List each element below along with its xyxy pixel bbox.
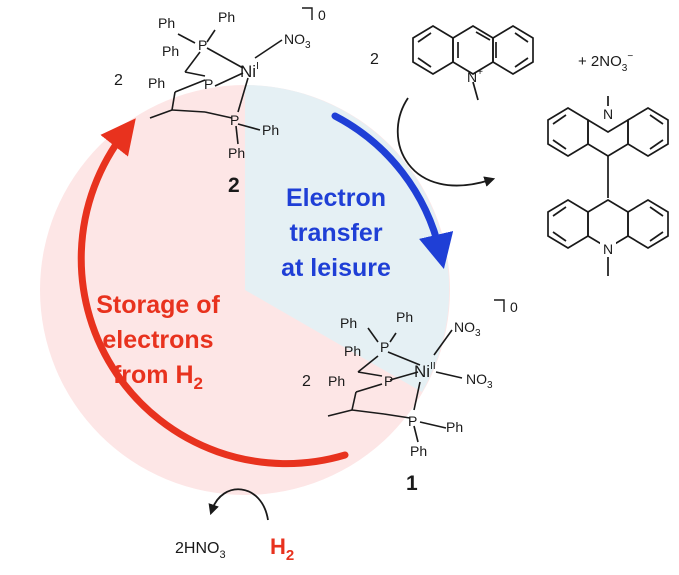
complex-2-ph: Ph	[148, 75, 165, 91]
complex-2-labels: Ph Ph P Ph Ph P P Ph Ph NiI NO3 2 0 2	[114, 7, 326, 197]
blue-cycle-arrow	[331, 112, 454, 270]
complex-2-p: P	[204, 76, 213, 92]
complex-1-ph: Ph	[446, 419, 463, 435]
complex-1-ph: Ph	[344, 343, 361, 359]
storage-label-line1: Storage of	[96, 291, 220, 319]
dimer-nitrogen-top: N	[603, 106, 613, 122]
dimer-labels: N N	[600, 106, 616, 257]
complex-1-labels: Ph Ph P Ph Ph P P Ph Ph NiII NO3 NO3 2 0…	[302, 299, 518, 495]
red-cycle-arrow	[77, 118, 349, 468]
complex-1-ph: Ph	[328, 373, 345, 389]
complex-2-ph: Ph	[262, 122, 279, 138]
complex-2-ph: Ph	[158, 15, 175, 31]
storage-label: Storage of electrons from H2	[96, 291, 220, 393]
complex-2-number: 2	[228, 174, 240, 197]
complex-1-number: 1	[406, 472, 418, 495]
complex-1-bracket	[494, 299, 505, 312]
complex-1-metal: NiII	[414, 361, 436, 381]
acridinium-structure	[412, 25, 534, 101]
complex-1-coefficient: 2	[302, 373, 311, 390]
complex-2-metal: NiI	[240, 61, 259, 81]
complex-2-ph: Ph	[218, 9, 235, 25]
complex-2-p: P	[198, 37, 207, 53]
dimer-nitrogen-bottom: N	[603, 241, 613, 257]
complex-1-ph: Ph	[410, 443, 427, 459]
complex-2-coefficient: 2	[114, 72, 123, 89]
complex-2-bracket	[302, 7, 313, 20]
acridinium-labels: 2 N+ + 2NO3−	[370, 51, 633, 85]
storage-label-line2: electrons	[102, 326, 213, 354]
h2-uptake-arrow	[208, 488, 269, 521]
complex-2-ph: Ph	[162, 43, 179, 59]
complex-1-ph: Ph	[396, 309, 413, 325]
complex-1-structure	[327, 327, 463, 443]
complex-2-nitrate: NO3	[284, 31, 311, 51]
complex-2-charge: 0	[318, 7, 326, 23]
dimer-structure	[547, 96, 669, 276]
complex-1-ph: Ph	[340, 315, 357, 331]
hno3-product: 2HNO3	[175, 540, 226, 561]
storage-label-line3: from H2	[113, 361, 203, 393]
complex-2-ph: Ph	[228, 145, 245, 161]
complex-1-p: P	[384, 373, 393, 389]
dimerization-arrow	[396, 97, 496, 187]
complex-2-p: P	[230, 112, 239, 128]
acridinium-coefficient: 2	[370, 51, 379, 68]
nitrate-counterion: + 2NO3−	[578, 51, 633, 74]
acridinium-nitrogen: N+	[467, 67, 483, 85]
complex-1-p: P	[380, 339, 389, 355]
h2-reactant: H2	[270, 534, 294, 564]
electron-transfer-line1: Electron	[286, 184, 386, 212]
complex-1-charge: 0	[510, 299, 518, 315]
complex-1-nitrate-1: NO3	[454, 319, 481, 339]
electron-transfer-line3: at leisure	[281, 254, 391, 282]
complex-1-nitrate-2: NO3	[466, 371, 493, 391]
complex-1-p: P	[408, 413, 417, 429]
electron-transfer-line2: transfer	[289, 219, 382, 247]
complex-2-structure	[149, 29, 283, 145]
electron-transfer-label: Electron transfer at leisure	[281, 184, 391, 282]
